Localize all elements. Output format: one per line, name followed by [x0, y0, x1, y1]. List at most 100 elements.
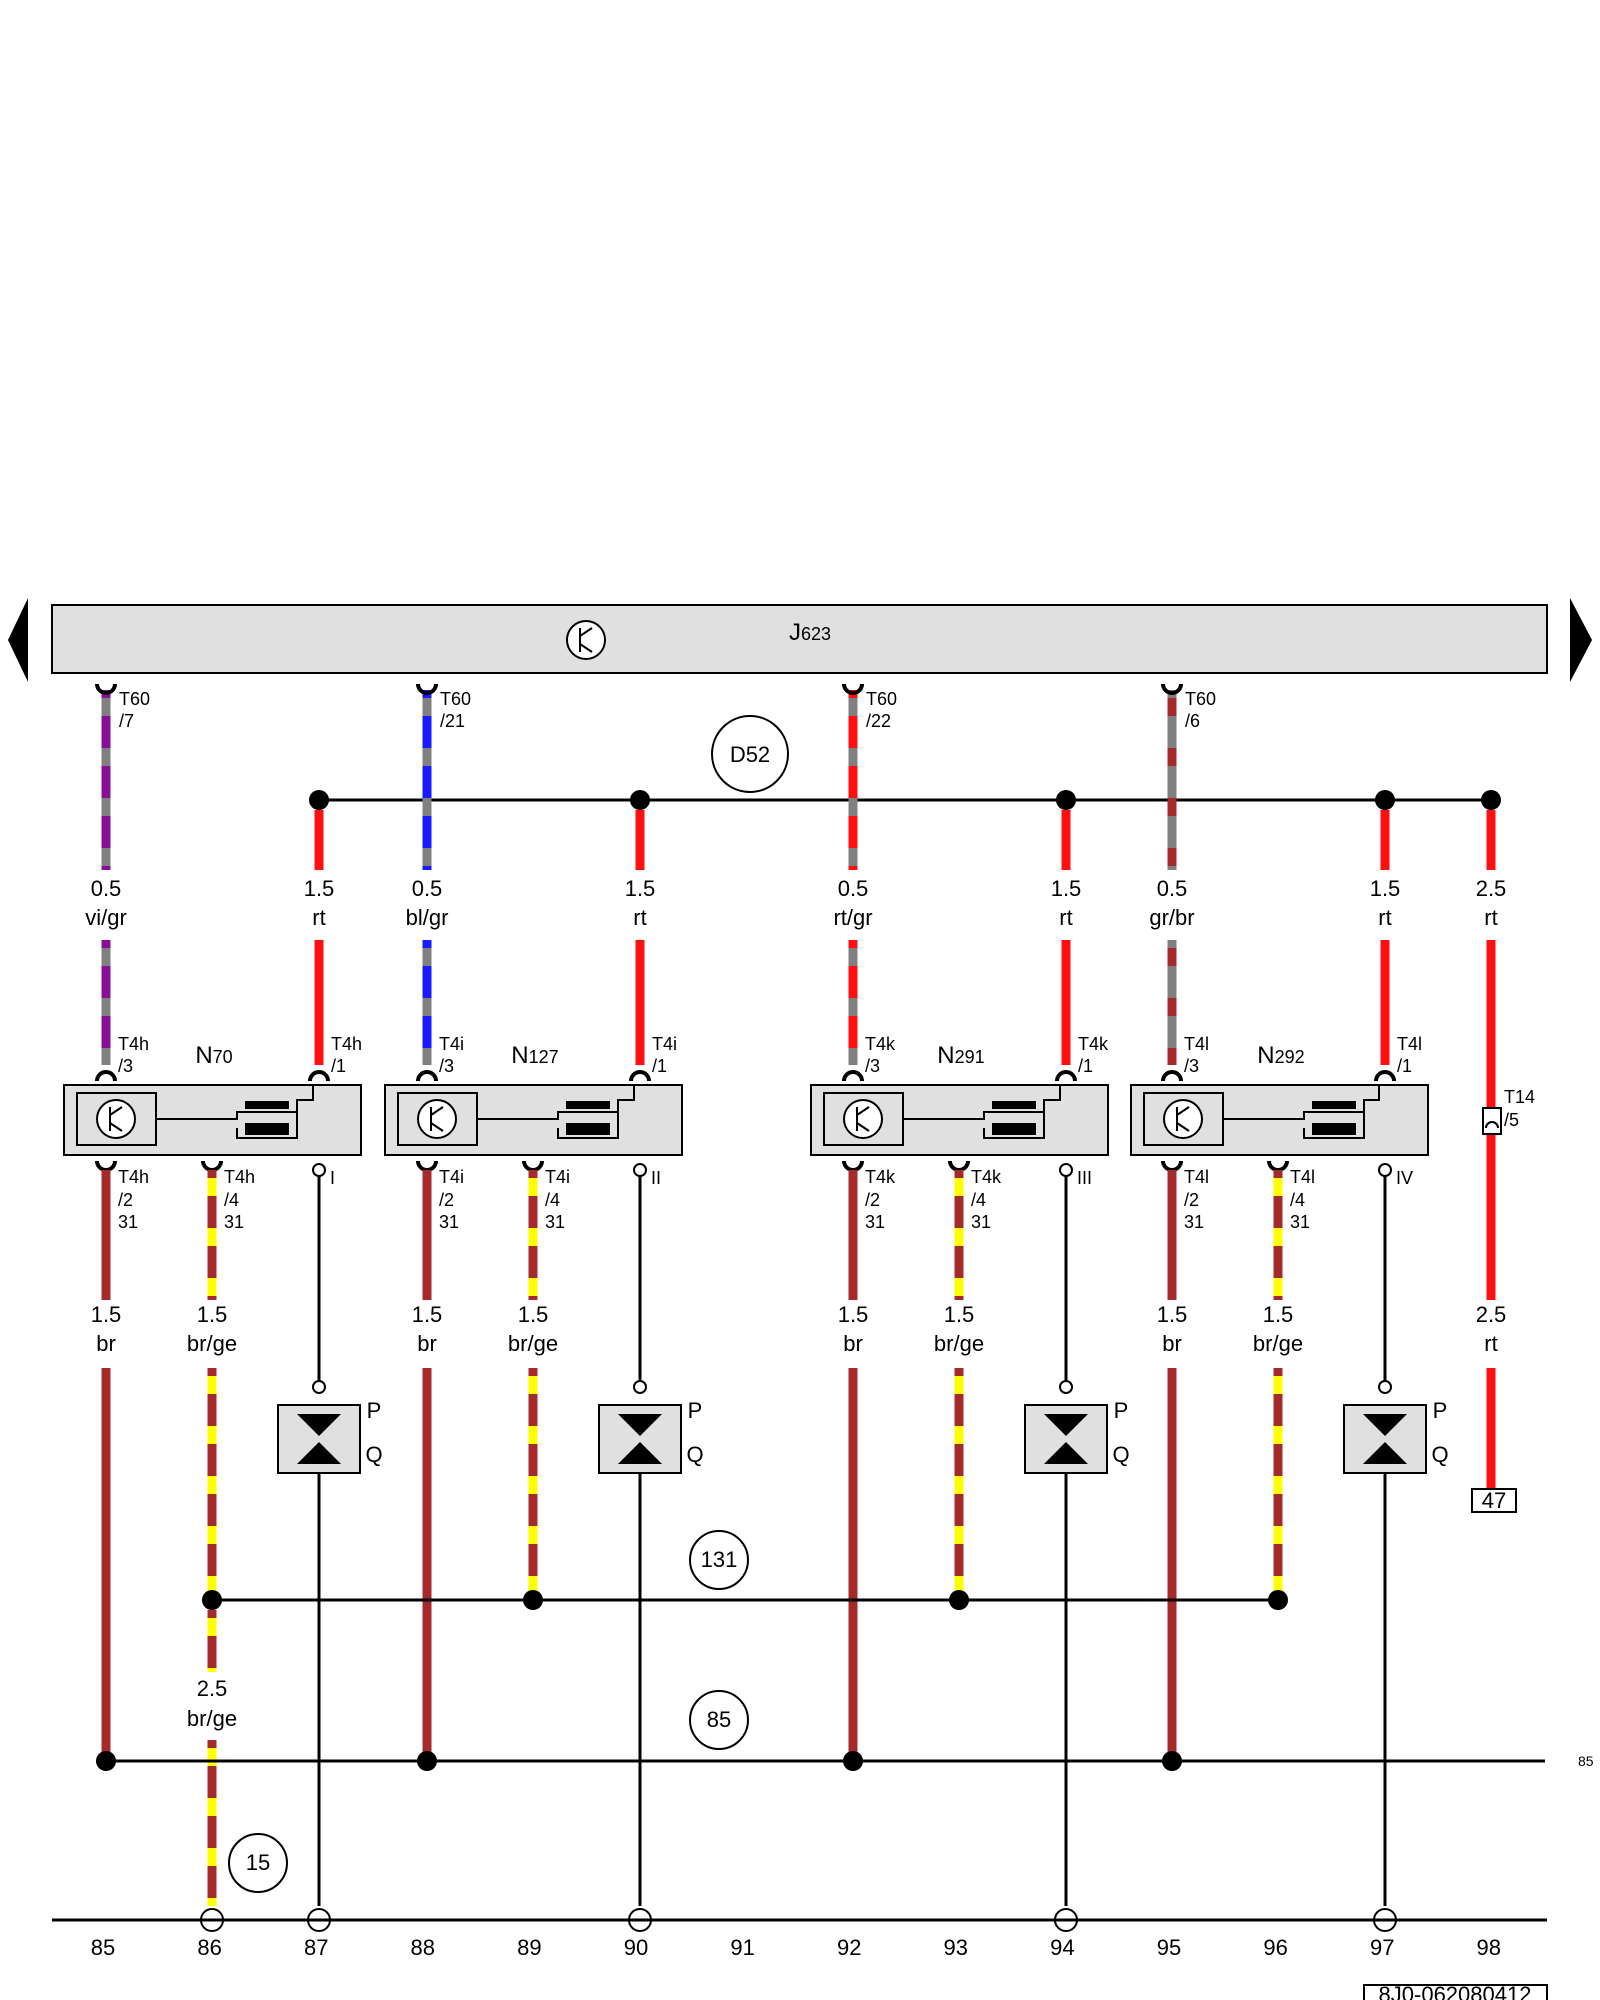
wire-color: vi/gr [85, 905, 127, 930]
connector-icon [95, 682, 117, 695]
t14-pin-label: T14 [1504, 1087, 1535, 1107]
injector-pq-icon: PQ [598, 1398, 704, 1474]
supply-junction [1481, 790, 1501, 810]
pin-label: T4h [118, 1034, 149, 1054]
connector-icon [842, 1070, 864, 1083]
output-label: III [1077, 1168, 1092, 1188]
circle-15 [228, 1833, 288, 1893]
wire-color: br/ge [187, 1331, 237, 1356]
pin-label: T4i [439, 1034, 464, 1054]
wire-size: 0.5 [91, 876, 122, 901]
pin-num: /1 [1078, 1056, 1093, 1076]
wire-color: br/ge [187, 1706, 237, 1731]
wire-size: 1.5 [1370, 876, 1401, 901]
pin-num: /2 [439, 1190, 454, 1210]
pin-label: T4l [1184, 1167, 1209, 1187]
transistor-icon [843, 1099, 883, 1139]
output-label: I [330, 1168, 335, 1188]
injector-pq-icon: PQ [277, 1398, 383, 1474]
connector-icon [948, 1159, 970, 1172]
pin-label: T4i [545, 1167, 570, 1187]
wire-color: br/ge [1253, 1331, 1303, 1356]
wire-size: 1.5 [944, 1302, 975, 1327]
connector-icon [1374, 1070, 1396, 1083]
pin-gnd: 31 [971, 1212, 991, 1232]
side-label-85: 85 [1578, 1753, 1594, 1769]
next-page-arrow[interactable] [1570, 598, 1592, 682]
pin-label: T4k [865, 1167, 896, 1187]
ecu-pin-label: T60 [119, 689, 150, 709]
svg-text:J623: J623 [789, 619, 831, 646]
solenoid-coil-icon [903, 1085, 1061, 1139]
pin-label: T4h [118, 1167, 149, 1187]
wire-color: rt [1378, 905, 1391, 930]
wire-color: bl/gr [406, 905, 449, 930]
pin-label: T4l [1184, 1034, 1209, 1054]
output-label: II [651, 1168, 661, 1188]
connector-icon [95, 1070, 117, 1083]
supply-junction [1056, 790, 1076, 810]
wire-color: rt [1059, 905, 1072, 930]
pin-gnd: 31 [1184, 1212, 1204, 1232]
doc-id: 8J0-062080412 [1379, 1982, 1532, 2000]
circle-131 [689, 1530, 749, 1590]
output-pin [1059, 1163, 1073, 1177]
bubble-d52-label: D52 [730, 742, 770, 767]
ecu-module-j623: J623 [51, 604, 1548, 674]
transistor-icon [96, 1099, 136, 1139]
connector-icon [522, 1159, 544, 1172]
output-pin [1378, 1163, 1392, 1177]
pin-gnd: 31 [118, 1212, 138, 1232]
pin-num: /3 [118, 1056, 133, 1076]
wire-size: 1.5 [412, 1302, 443, 1327]
wire-color: rt/gr [833, 905, 872, 930]
label-q: Q [365, 1442, 382, 1467]
wire-color: br [1162, 1331, 1182, 1356]
valve-sub: 127 [529, 1047, 559, 1067]
wire-color: rt [312, 905, 325, 930]
pin-num: /3 [439, 1056, 454, 1076]
ruler-number: 86 [197, 1935, 221, 1960]
connector-icon [1161, 1070, 1183, 1083]
valve-name: N127 [511, 1042, 558, 1069]
wire-size: 1.5 [1157, 1302, 1188, 1327]
connector-icon [1267, 1159, 1289, 1172]
t14-pin-num: /5 [1504, 1110, 1519, 1130]
wire-size: 1.5 [625, 876, 656, 901]
connector-icon [416, 1159, 438, 1172]
connector-t14: T14 /5 [1482, 1087, 1535, 1135]
solenoid-coil-icon [477, 1085, 635, 1139]
signal-terminal [312, 1380, 326, 1394]
pin-num: /4 [1290, 1190, 1305, 1210]
wire-size: 2.5 [1476, 1302, 1507, 1327]
wire-size: 2.5 [197, 1676, 228, 1701]
label-p: P [688, 1398, 703, 1423]
wire-color: rt [1484, 905, 1497, 930]
pin-label: T4k [1078, 1034, 1109, 1054]
module-name-sub: 623 [801, 624, 831, 644]
label-q: Q [1431, 1442, 1448, 1467]
output-pin [633, 1163, 647, 1177]
pin-gnd: 31 [1290, 1212, 1310, 1232]
wire-color: br [843, 1331, 863, 1356]
pin-label: T4l [1290, 1167, 1315, 1187]
connector-icon [1161, 682, 1183, 695]
connector-icon [842, 1159, 864, 1172]
wire-size: 0.5 [838, 876, 869, 901]
pin-num: /3 [865, 1056, 880, 1076]
prev-page-arrow[interactable] [8, 598, 28, 682]
wire-color: br/ge [934, 1331, 984, 1356]
connector-icon [1055, 1070, 1077, 1083]
circle-85 [689, 1690, 749, 1750]
wire-color: br/ge [508, 1331, 558, 1356]
module-name-prefix: J [789, 619, 801, 646]
pin-gnd: 31 [224, 1212, 244, 1232]
ecu-pin-label: T60 [440, 689, 471, 709]
valve-prefix: N [511, 1042, 528, 1069]
pin-gnd: 31 [439, 1212, 459, 1232]
signal-terminal [1378, 1380, 1392, 1394]
pin-num: /2 [1184, 1190, 1199, 1210]
wire-size: 1.5 [304, 876, 335, 901]
